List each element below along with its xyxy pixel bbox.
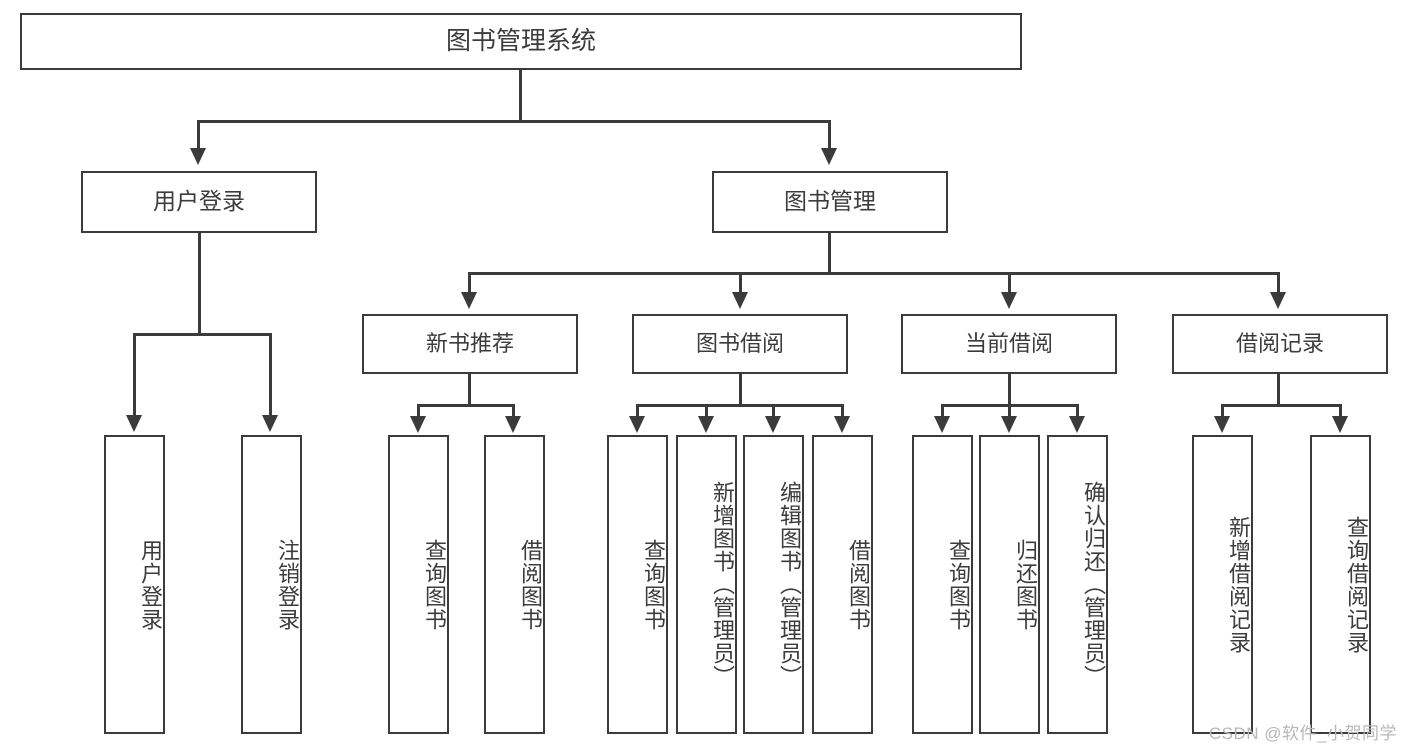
node-book-management[interactable]: 图书管理 [712, 171, 948, 233]
connector-user-login-left [133, 333, 136, 418]
node-label: 编辑图书（管理员） [777, 481, 802, 688]
connector-book-management-stem [828, 233, 831, 275]
leaf-user-login-logout[interactable]: 注销登录 [241, 435, 302, 734]
node-label: 查询图书 [641, 538, 666, 631]
leaf-book-borrow-edit-book-admin[interactable]: 编辑图书（管理员） [743, 435, 804, 734]
node-borrow-record[interactable]: 借阅记录 [1172, 314, 1388, 374]
connector-root-stem [519, 70, 522, 122]
connector-new-book-c1 [417, 404, 420, 418]
connector-current-borrow-c3 [1076, 404, 1079, 418]
node-label: 借阅记录 [1235, 331, 1324, 357]
arrowhead-to-user-login [190, 148, 206, 165]
arrowhead-borrow-record-c2 [1332, 416, 1348, 433]
connector-borrow-record-c1 [1221, 404, 1224, 418]
leaf-current-borrow-return-book[interactable]: 归还图书 [979, 435, 1040, 734]
arrowhead-book-borrow-c1 [629, 416, 645, 433]
arrowhead-user-login-right [262, 415, 278, 432]
connector-book-borrow-c2 [705, 404, 708, 418]
node-label: 归还图书 [1013, 538, 1038, 631]
node-label: 图书借阅 [695, 331, 784, 357]
leaf-book-borrow-query-book[interactable]: 查询图书 [607, 435, 668, 734]
node-label: 查询借阅记录 [1344, 515, 1369, 654]
leaf-book-borrow-borrow-book[interactable]: 借阅图书 [812, 435, 873, 734]
arrowhead-current-borrow-c1 [934, 416, 950, 433]
connector-new-book-bus [417, 404, 515, 407]
connector-root-bus [197, 120, 831, 123]
node-user-login[interactable]: 用户登录 [81, 171, 317, 233]
arrowhead-book-borrow-c3 [765, 416, 781, 433]
connector-current-borrow-stem [1008, 374, 1011, 406]
node-label: 借阅图书 [846, 538, 871, 631]
node-label: 用户登录 [153, 188, 245, 215]
connector-borrow-record-stem [1277, 374, 1280, 406]
arrowhead-new-book-c1 [410, 416, 426, 433]
arrowhead-to-book-borrow [732, 292, 748, 309]
arrowhead-borrow-record-c1 [1214, 416, 1230, 433]
arrowhead-book-borrow-c2 [698, 416, 714, 433]
arrowhead-new-book-c2 [505, 416, 521, 433]
node-new-book-recommend[interactable]: 新书推荐 [362, 314, 578, 374]
arrowhead-current-borrow-c2 [1001, 416, 1017, 433]
node-current-borrow[interactable]: 当前借阅 [901, 314, 1117, 374]
csdn-watermark: CSDN @软件_小贺同学 [1208, 724, 1397, 743]
node-label: 当前借阅 [964, 331, 1053, 357]
connector-to-borrow-record [1277, 272, 1280, 294]
connector-level3-bus [468, 272, 1280, 275]
connector-borrow-record-c2 [1339, 404, 1342, 418]
connector-user-login-bus [133, 333, 271, 336]
node-label: 图书管理 [784, 188, 876, 215]
node-root-book-management-system[interactable]: 图书管理系统 [20, 13, 1022, 70]
arrowhead-current-borrow-c3 [1069, 416, 1085, 433]
leaf-current-borrow-query-book[interactable]: 查询图书 [912, 435, 973, 734]
connector-user-login-stem [198, 233, 201, 336]
connector-book-borrow-c4 [841, 404, 844, 418]
connector-current-borrow-c1 [941, 404, 944, 418]
leaf-new-book-query-book[interactable]: 查询图书 [388, 435, 449, 734]
connector-borrow-record-bus [1221, 404, 1342, 407]
arrowhead-to-current-borrow [1001, 292, 1017, 309]
node-label: 查询图书 [946, 538, 971, 631]
arrowhead-book-borrow-c4 [834, 416, 850, 433]
connector-book-borrow-bus [636, 404, 844, 407]
node-label: 查询图书 [422, 538, 447, 631]
leaf-book-borrow-add-book-admin[interactable]: 新增图书（管理员） [676, 435, 737, 734]
connector-to-book-borrow [739, 272, 742, 294]
arrowhead-to-new-book-recommend [461, 292, 477, 309]
node-label: 新书推荐 [425, 331, 514, 357]
connector-current-borrow-c2 [1008, 404, 1011, 418]
node-book-borrow[interactable]: 图书借阅 [632, 314, 848, 374]
node-label: 新增借阅记录 [1226, 515, 1251, 654]
connector-root-to-book-management [828, 120, 831, 150]
leaf-borrow-record-add-record[interactable]: 新增借阅记录 [1192, 435, 1253, 734]
connector-book-borrow-c3 [772, 404, 775, 418]
connector-root-to-user-login [197, 120, 200, 150]
connector-book-borrow-stem [739, 374, 742, 406]
connector-new-book-c2 [512, 404, 515, 418]
node-label: 用户登录 [138, 538, 163, 631]
arrowhead-to-book-management [821, 148, 837, 165]
connector-new-book-stem [468, 374, 471, 406]
arrowhead-user-login-left [126, 415, 142, 432]
connector-to-current-borrow [1008, 272, 1011, 294]
node-label: 新增图书（管理员） [710, 481, 735, 688]
leaf-new-book-borrow-book[interactable]: 借阅图书 [484, 435, 545, 734]
node-label: 图书管理系统 [445, 26, 596, 55]
connector-book-borrow-c1 [636, 404, 639, 418]
leaf-current-borrow-confirm-return-admin[interactable]: 确认归还（管理员） [1047, 435, 1108, 734]
connector-user-login-right [269, 333, 272, 418]
leaf-borrow-record-query-record[interactable]: 查询借阅记录 [1310, 435, 1371, 734]
arrowhead-to-borrow-record [1270, 292, 1286, 309]
node-label: 借阅图书 [518, 538, 543, 631]
connector-to-new-book-recommend [468, 272, 471, 294]
node-label: 确认归还（管理员） [1081, 481, 1106, 688]
node-label: 注销登录 [275, 538, 300, 631]
leaf-user-login-login[interactable]: 用户登录 [104, 435, 165, 734]
